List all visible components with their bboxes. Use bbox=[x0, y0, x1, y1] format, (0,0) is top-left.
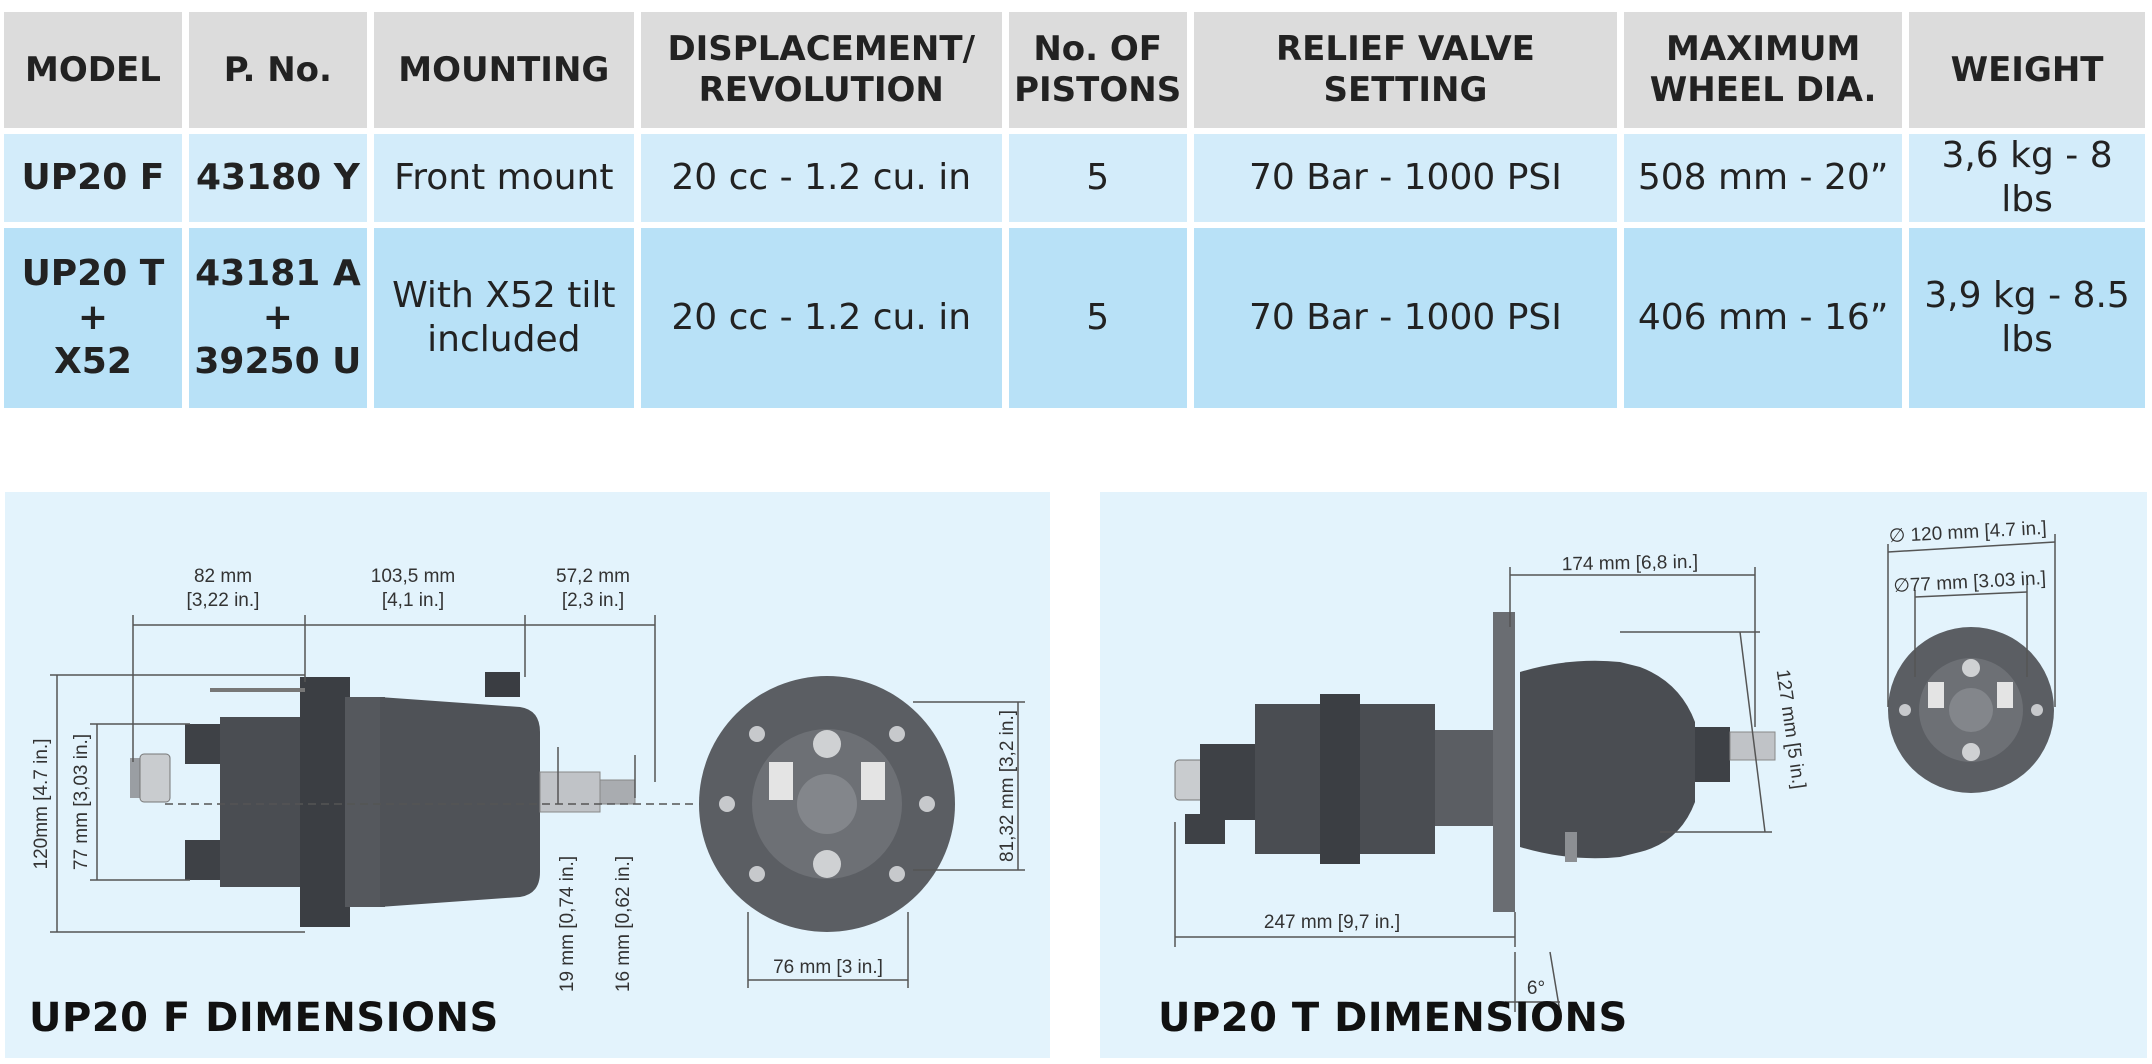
dim-174: 174 mm [6,8 in.] bbox=[1562, 552, 1699, 575]
up20t-dimension-lines bbox=[1174, 534, 2056, 1013]
up20f-drawing: 82 mm [3,22 in.] 103,5 mm [4,1 in.] 57,2… bbox=[31, 566, 1025, 992]
dim-76: 76 mm [3 in.] bbox=[773, 957, 883, 978]
cell-max-wheel: 406 mm - 16” bbox=[1624, 228, 1903, 408]
cell-pistons: 5 bbox=[1008, 228, 1187, 408]
dim-57-mm: 57,2 mm bbox=[556, 566, 630, 587]
header-weight: WEIGHT bbox=[1909, 12, 2145, 128]
header-part-no: P. No. bbox=[188, 12, 367, 128]
dim-19: 19 mm [0,74 in.] bbox=[557, 856, 578, 992]
pump-side-view bbox=[130, 672, 636, 927]
dim-dia-120: ∅ 120 mm [4.7 in.] bbox=[1888, 518, 2047, 547]
cell-part-no: 43181 A+39250 U bbox=[188, 228, 367, 408]
dim-127: 127 mm [5 in.] bbox=[1772, 668, 1810, 790]
table-row: UP20 F 43180 Y Front mount 20 cc - 1.2 c… bbox=[4, 134, 2145, 222]
panel-up20t-dimensions: 174 mm [6,8 in.] 127 mm [5 in.] 247 mm [… bbox=[1100, 492, 2147, 1058]
dim-120: 120mm [4.7 in.] bbox=[31, 739, 52, 870]
dim-77: 77 mm [3,03 in.] bbox=[71, 734, 92, 870]
cell-displacement: 20 cc - 1.2 cu. in bbox=[640, 134, 1002, 222]
dim-82-in: [3,22 in.] bbox=[187, 590, 260, 611]
cell-weight: 3,9 kg - 8.5 lbs bbox=[1909, 228, 2145, 408]
panel-title: UP20 F DIMENSIONS bbox=[29, 995, 499, 1041]
header-mounting: MOUNTING bbox=[373, 12, 634, 128]
dim-6-deg: 6° bbox=[1527, 978, 1545, 999]
up20f-dimension-lines bbox=[50, 615, 1025, 988]
cell-model: UP20 F bbox=[4, 134, 182, 222]
cell-model: UP20 T+X52 bbox=[4, 228, 182, 408]
cell-max-wheel: 508 mm - 20” bbox=[1624, 134, 1903, 222]
dim-82-mm: 82 mm bbox=[194, 566, 252, 587]
pump-front-view bbox=[699, 676, 955, 932]
table-row: UP20 T+X52 43181 A+39250 U With X52 tilt… bbox=[4, 228, 2145, 408]
panel-title: UP20 T DIMENSIONS bbox=[1158, 995, 1628, 1041]
dim-16: 16 mm [0,62 in.] bbox=[613, 856, 634, 992]
header-displacement: DISPLACEMENT/REVOLUTION bbox=[640, 12, 1002, 128]
cell-relief-valve: 70 Bar - 1000 PSI bbox=[1193, 134, 1618, 222]
cell-weight: 3,6 kg - 8 lbs bbox=[1909, 134, 2145, 222]
dim-57-in: [2,3 in.] bbox=[562, 590, 624, 611]
header-model: MODEL bbox=[4, 12, 182, 128]
spec-table: MODEL P. No. MOUNTING DISPLACEMENT/REVOL… bbox=[0, 6, 2152, 414]
cell-displacement: 20 cc - 1.2 cu. in bbox=[640, 228, 1002, 408]
pump-tilt-side-view bbox=[1174, 612, 1776, 912]
dim-103-in: [4,1 in.] bbox=[382, 590, 444, 611]
dim-103-mm: 103,5 mm bbox=[371, 566, 455, 587]
cell-relief-valve: 70 Bar - 1000 PSI bbox=[1193, 228, 1618, 408]
cell-part-no: 43180 Y bbox=[188, 134, 367, 222]
table-header-row: MODEL P. No. MOUNTING DISPLACEMENT/REVOL… bbox=[4, 12, 2145, 128]
dim-81-32: 81,32 mm [3,2 in.] bbox=[997, 710, 1018, 862]
panel-up20f-dimensions: 82 mm [3,22 in.] 103,5 mm [4,1 in.] 57,2… bbox=[5, 492, 1050, 1058]
pump-tilt-front-view bbox=[1888, 627, 2054, 793]
up20t-drawing: 174 mm [6,8 in.] 127 mm [5 in.] 247 mm [… bbox=[1174, 518, 2056, 1013]
cell-pistons: 5 bbox=[1008, 134, 1187, 222]
dim-247: 247 mm [9,7 in.] bbox=[1264, 912, 1400, 933]
cell-mounting: Front mount bbox=[373, 134, 634, 222]
